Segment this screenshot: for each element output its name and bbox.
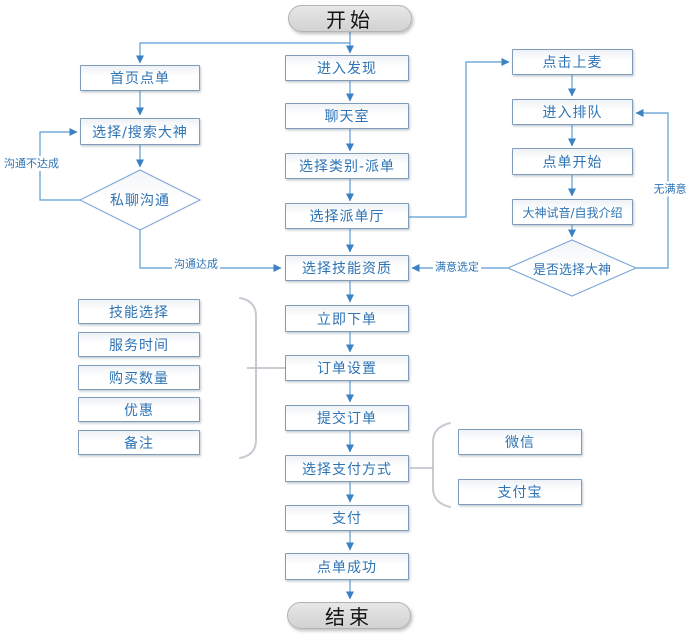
edge-label-reached: 沟通达成: [172, 256, 220, 272]
node-order-start: 点单开始: [512, 148, 633, 175]
node-pay: 支付: [285, 505, 409, 531]
node-remark: 备注: [78, 430, 200, 455]
node-order-settings: 订单设置: [285, 355, 409, 381]
node-select-payment-label: 选择支付方式: [302, 461, 392, 478]
node-skill-select-label: 技能选择: [109, 304, 169, 321]
node-select-search-expert-label: 选择/搜索大神: [92, 124, 188, 141]
node-chat-room: 聊天室: [285, 103, 409, 129]
node-expert-audition: 大神试音/自我介绍: [512, 199, 633, 225]
node-start: 开始: [288, 5, 412, 32]
edge-label-not-reached-text: 沟通不达成: [4, 157, 59, 170]
node-order-settings-label: 订单设置: [317, 361, 377, 377]
node-remark-label: 备注: [124, 435, 154, 452]
node-alipay: 支付宝: [458, 479, 582, 505]
node-order-now-label: 立即下单: [317, 311, 377, 328]
node-select-payment: 选择支付方式: [285, 455, 409, 482]
edge-label-not-reached: 沟通不达成: [2, 156, 61, 172]
node-select-skill: 选择技能资质: [285, 255, 409, 281]
node-click-mic: 点击上麦: [512, 49, 633, 75]
node-end: 结束: [287, 602, 411, 629]
node-home-order: 首页点单: [80, 65, 200, 91]
node-service-time-label: 服务时间: [109, 337, 169, 354]
node-chat-room-label: 聊天室: [324, 109, 370, 125]
node-order-success-label: 点单成功: [317, 559, 377, 576]
node-select-dispatch-hall: 选择派单厅: [285, 203, 409, 229]
node-enter-queue-label: 进入排队: [542, 105, 603, 121]
node-wechat: 微信: [458, 429, 582, 455]
edge-label-reached-text: 沟通达成: [174, 257, 218, 271]
node-home-order-label: 首页点单: [110, 71, 170, 87]
node-select-category-dispatch: 选择类别-派单: [285, 153, 409, 179]
node-discount: 优惠: [78, 397, 200, 422]
order-options-brace: [239, 297, 257, 459]
node-select-search-expert: 选择/搜索大神: [80, 118, 200, 145]
node-service-time: 服务时间: [78, 332, 200, 357]
node-submit-order: 提交订单: [285, 405, 409, 431]
private-chat-diamond: [78, 169, 202, 231]
node-select-category-dispatch-label: 选择类别-派单: [298, 159, 396, 175]
node-discount-label: 优惠: [124, 402, 154, 419]
node-end-label: 结束: [325, 605, 373, 629]
node-purchase-qty: 购买数量: [78, 365, 200, 390]
node-select-dispatch-hall-label: 选择派单厅: [309, 209, 385, 225]
node-click-mic-label: 点击上麦: [542, 55, 603, 71]
node-pay-label: 支付: [332, 511, 362, 527]
edge-label-not-satisfied-text: 无满意: [653, 182, 687, 196]
node-alipay-label: 支付宝: [497, 485, 543, 501]
edge-label-not-satisfied: 无满意: [651, 181, 689, 197]
node-submit-order-label: 提交订单: [317, 411, 377, 427]
node-enter-discover: 进入发现: [285, 55, 409, 81]
node-order-success: 点单成功: [285, 553, 409, 580]
node-expert-audition-label: 大神试音/自我介绍: [522, 205, 623, 220]
node-order-start-label: 点单开始: [542, 154, 603, 171]
edge-label-satisfied-text: 满意选定: [435, 260, 479, 274]
node-order-now: 立即下单: [285, 305, 409, 332]
node-wechat-label: 微信: [505, 435, 535, 451]
choose-expert-diamond: [506, 239, 638, 297]
node-start-label: 开始: [326, 8, 374, 32]
node-select-skill-label: 选择技能资质: [302, 261, 392, 277]
edge-label-satisfied: 满意选定: [433, 259, 481, 275]
node-enter-discover-label: 进入发现: [317, 61, 377, 77]
node-enter-queue: 进入排队: [512, 99, 633, 125]
node-skill-select: 技能选择: [78, 299, 200, 324]
node-purchase-qty-label: 购买数量: [109, 370, 169, 387]
payment-options-brace: [432, 422, 451, 508]
